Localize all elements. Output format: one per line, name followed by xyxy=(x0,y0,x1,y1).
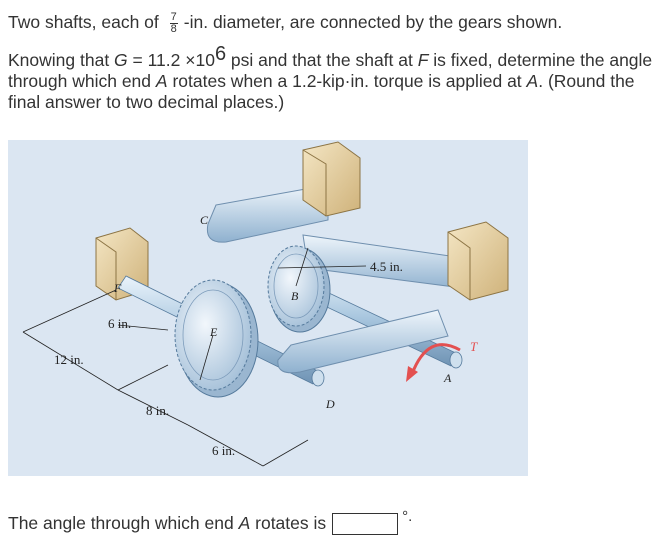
label-D: D xyxy=(325,397,335,411)
gear-B-radius-line xyxy=(295,247,309,287)
diameter-fraction: 7 8 xyxy=(169,11,178,35)
problem-line-1: Two shafts, each of 7 8 -in. diameter, a… xyxy=(8,12,562,35)
label-C: C xyxy=(200,213,209,227)
p2-b: = 11.2 ×10 xyxy=(127,50,215,70)
answer-input[interactable] xyxy=(332,513,399,536)
answer-prefix: The angle through which end xyxy=(8,513,239,533)
line1-suffix: -in. diameter, are connected by the gear… xyxy=(183,12,563,33)
answer-suffix: rotates is xyxy=(250,513,327,533)
p2-F: F xyxy=(417,50,429,70)
label-E: E xyxy=(209,325,218,339)
gear-E-radius-line xyxy=(199,334,214,381)
torque-arrow-icon xyxy=(406,343,461,382)
gear-shaft-figure: C F B E D A T 4.5 in. 6 in. 12 in. 8 in.… xyxy=(8,140,528,476)
gear-B xyxy=(267,245,331,333)
gear-shaft-drawing: C F B E D A T 4.5 in. 6 in. 12 in. 8 in.… xyxy=(22,141,509,467)
p2-exponent: 6 xyxy=(214,43,227,65)
bracket-top xyxy=(302,141,361,217)
p2-c: psi and that the shaft at xyxy=(226,50,418,70)
upper-support-bar xyxy=(206,184,329,243)
p2-e: rotates when a 1.2-kip·in. torque is app… xyxy=(167,71,527,91)
problem-paragraph-2: Knowing that G = 11.2 ×106 psi and that … xyxy=(8,44,668,113)
dim-label-4-5in: 4.5 in. xyxy=(370,259,403,274)
line1-prefix: Two shafts, each of xyxy=(8,12,159,33)
label-A: A xyxy=(443,371,452,385)
answer-A: A xyxy=(238,513,251,533)
dim-label-6in-b: 6 in. xyxy=(212,443,235,458)
dim-label-12in: 12 in. xyxy=(54,352,84,367)
dim-label-6in-a: 6 in. xyxy=(108,316,131,331)
dimension-lines xyxy=(22,265,367,467)
answer-row: The angle through which end A rotates is… xyxy=(8,506,413,536)
fraction-denominator: 8 xyxy=(170,23,177,35)
p2-f: . (Round the final answer to two decimal… xyxy=(8,71,635,112)
label-F: F xyxy=(113,281,122,295)
label-T: T xyxy=(470,339,478,354)
label-B: B xyxy=(291,289,299,303)
p2-d: is fixed, determine the angle through wh… xyxy=(8,50,653,91)
p2-a: Knowing that xyxy=(8,50,115,70)
p2-A2: A xyxy=(526,71,539,91)
lower-support-bar xyxy=(277,309,449,374)
dim-label-8in: 8 in. xyxy=(146,403,169,418)
p2-A: A xyxy=(155,71,168,91)
p2-G: G xyxy=(114,50,128,70)
fraction-numerator: 7 xyxy=(169,11,178,24)
answer-unit: °. xyxy=(402,508,413,525)
bracket-right xyxy=(447,221,509,301)
